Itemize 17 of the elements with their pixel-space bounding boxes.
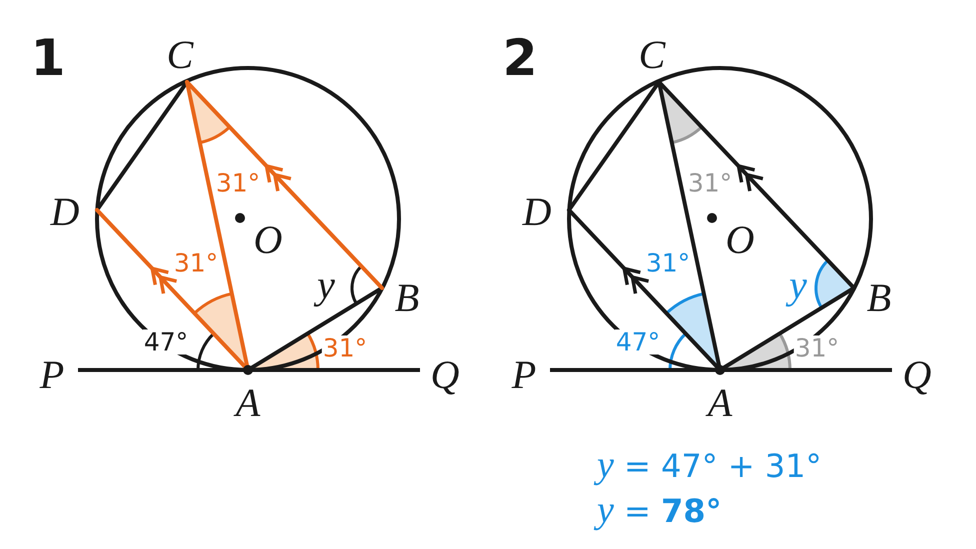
point-label: O [254, 220, 282, 260]
panel-number: 2 [502, 33, 538, 83]
point-label: B [394, 278, 420, 318]
point-label: B [866, 278, 892, 318]
point-label: A [236, 383, 260, 423]
point-label: D [522, 192, 552, 232]
point-label: D [50, 192, 80, 232]
point-label: Q [902, 355, 932, 395]
point-label: A [708, 383, 732, 423]
angle-label: 47° [614, 330, 662, 354]
point-label: C [638, 35, 666, 75]
point-label: P [512, 355, 536, 395]
panel-number: 1 [30, 33, 66, 83]
point-label: C [166, 35, 194, 75]
point-label: Q [430, 355, 460, 395]
point-label: P [40, 355, 64, 395]
point-label: O [726, 220, 754, 260]
